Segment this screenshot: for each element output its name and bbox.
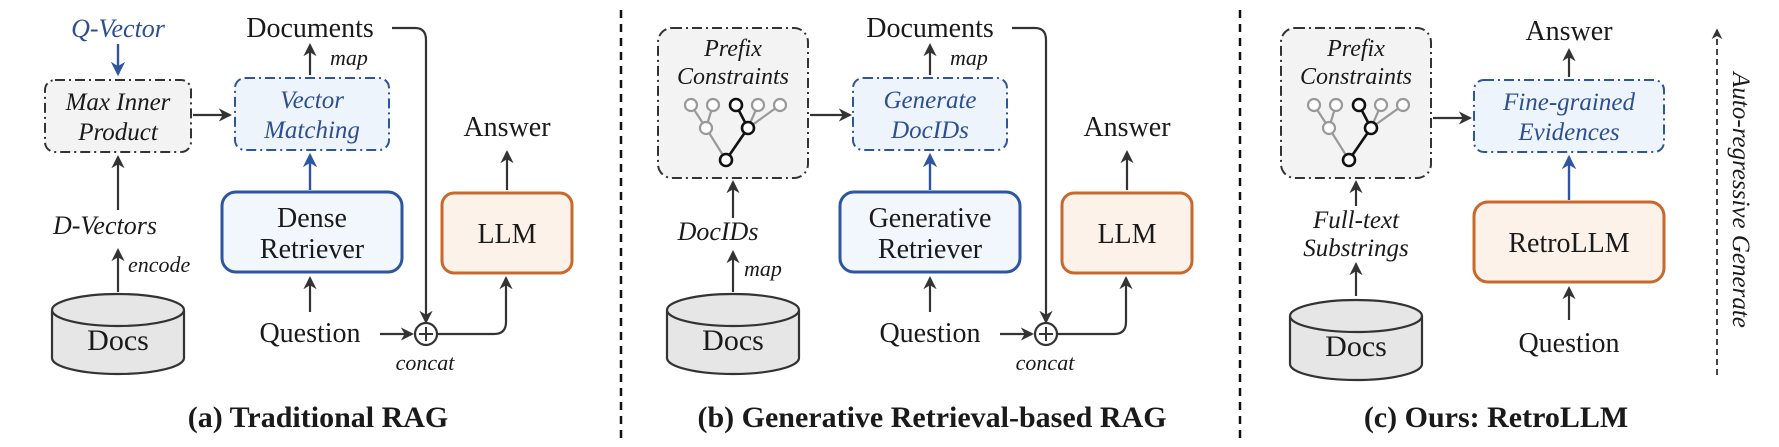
map-label: map [330,45,368,70]
answer-label-b: Answer [1083,112,1171,143]
llm-box-b [1060,191,1194,275]
d-vectors-label: D-Vectors [52,211,157,240]
documents-label: Documents [246,13,374,44]
docids-label: DocIDs [677,217,759,246]
concat-to-llm-arrow [438,276,513,336]
docs-cylinder-c [1288,298,1424,382]
answer-label-c: Answer [1525,16,1613,47]
prefix-tree-icon-b [683,97,788,168]
map-bottom-label: map [744,256,782,281]
encode-label: encode [128,252,191,277]
documents-to-concat-arrow [392,26,433,324]
generative-retriever-label-1: Generative [869,203,992,234]
documents-to-concat-arrow-b [1012,26,1053,324]
generate-label-1: Generate [883,87,976,114]
llm-box [440,191,574,275]
panel-generative-retrieval-rag: Prefix Constraints Generate DocIDs map D… [657,13,1194,434]
question-label-b: Question [879,318,980,349]
generate-label-2: DocIDs [890,117,969,144]
substrings-label-2: Substrings [1303,235,1409,262]
panel-retrollm: Prefix Constraints Fine-grained Evidence… [1280,16,1754,434]
docs-label-b: Docs [702,324,764,357]
question-label: Question [259,318,360,349]
generate-docids-box [852,77,1008,151]
q-vector-label: Q-Vector [71,14,166,43]
evidence-label-1: Fine-grained [1502,89,1635,116]
fine-grained-evidences-box [1473,79,1665,153]
docs-label-c: Docs [1325,330,1387,363]
panel-traditional-rag: Q-Vector Max Inner Product Vector Matchi… [44,13,574,434]
generative-retriever-box [838,190,1022,274]
dense-retriever-label-1: Dense [277,203,347,234]
caption-c: (c) Ours: RetroLLM [1364,401,1628,434]
documents-label-b: Documents [866,13,994,44]
max-inner-label-1: Max Inner [65,89,171,116]
concat-symbol [413,321,439,347]
vector-matching-label-1: Vector [280,87,344,114]
vector-matching-box [234,77,390,151]
max-inner-product-box [44,79,192,153]
prefix-tree-icon-c [1306,97,1411,168]
docs-cylinder-b [665,292,801,376]
question-label-c: Question [1518,328,1619,359]
evidence-label-2: Evidences [1517,119,1619,146]
concat-symbol-b [1033,321,1059,347]
retrollm-label: RetroLLM [1508,228,1629,259]
dense-retriever-label-2: Retriever [260,234,365,265]
llm-label-b: LLM [1097,219,1156,250]
concat-to-llm-arrow-b [1058,276,1133,336]
prefix-label-1-c: Prefix [1326,36,1385,62]
answer-label: Answer [463,112,551,143]
map-top-label: map [950,45,988,70]
caption-b: (b) Generative Retrieval-based RAG [697,401,1166,434]
prefix-label-2-c: Constraints [1300,64,1412,90]
llm-label: LLM [477,219,536,250]
autoregressive-label: Auto-regressive Generate [1727,70,1754,328]
prefix-label-1-b: Prefix [703,36,762,62]
caption-a: (a) Traditional RAG [188,401,449,434]
max-inner-label-2: Product [77,119,159,146]
generative-retriever-label-2: Retriever [878,234,983,265]
prefix-label-2-b: Constraints [677,64,789,90]
concat-label-b: concat [1016,350,1076,375]
concat-label: concat [396,350,456,375]
retrollm-box [1472,200,1666,284]
docs-cylinder [50,292,186,376]
vector-matching-label-2: Matching [263,117,360,144]
substrings-label-1: Full-text [1312,207,1400,234]
docs-label: Docs [87,324,149,357]
dense-retriever-box [220,190,404,274]
